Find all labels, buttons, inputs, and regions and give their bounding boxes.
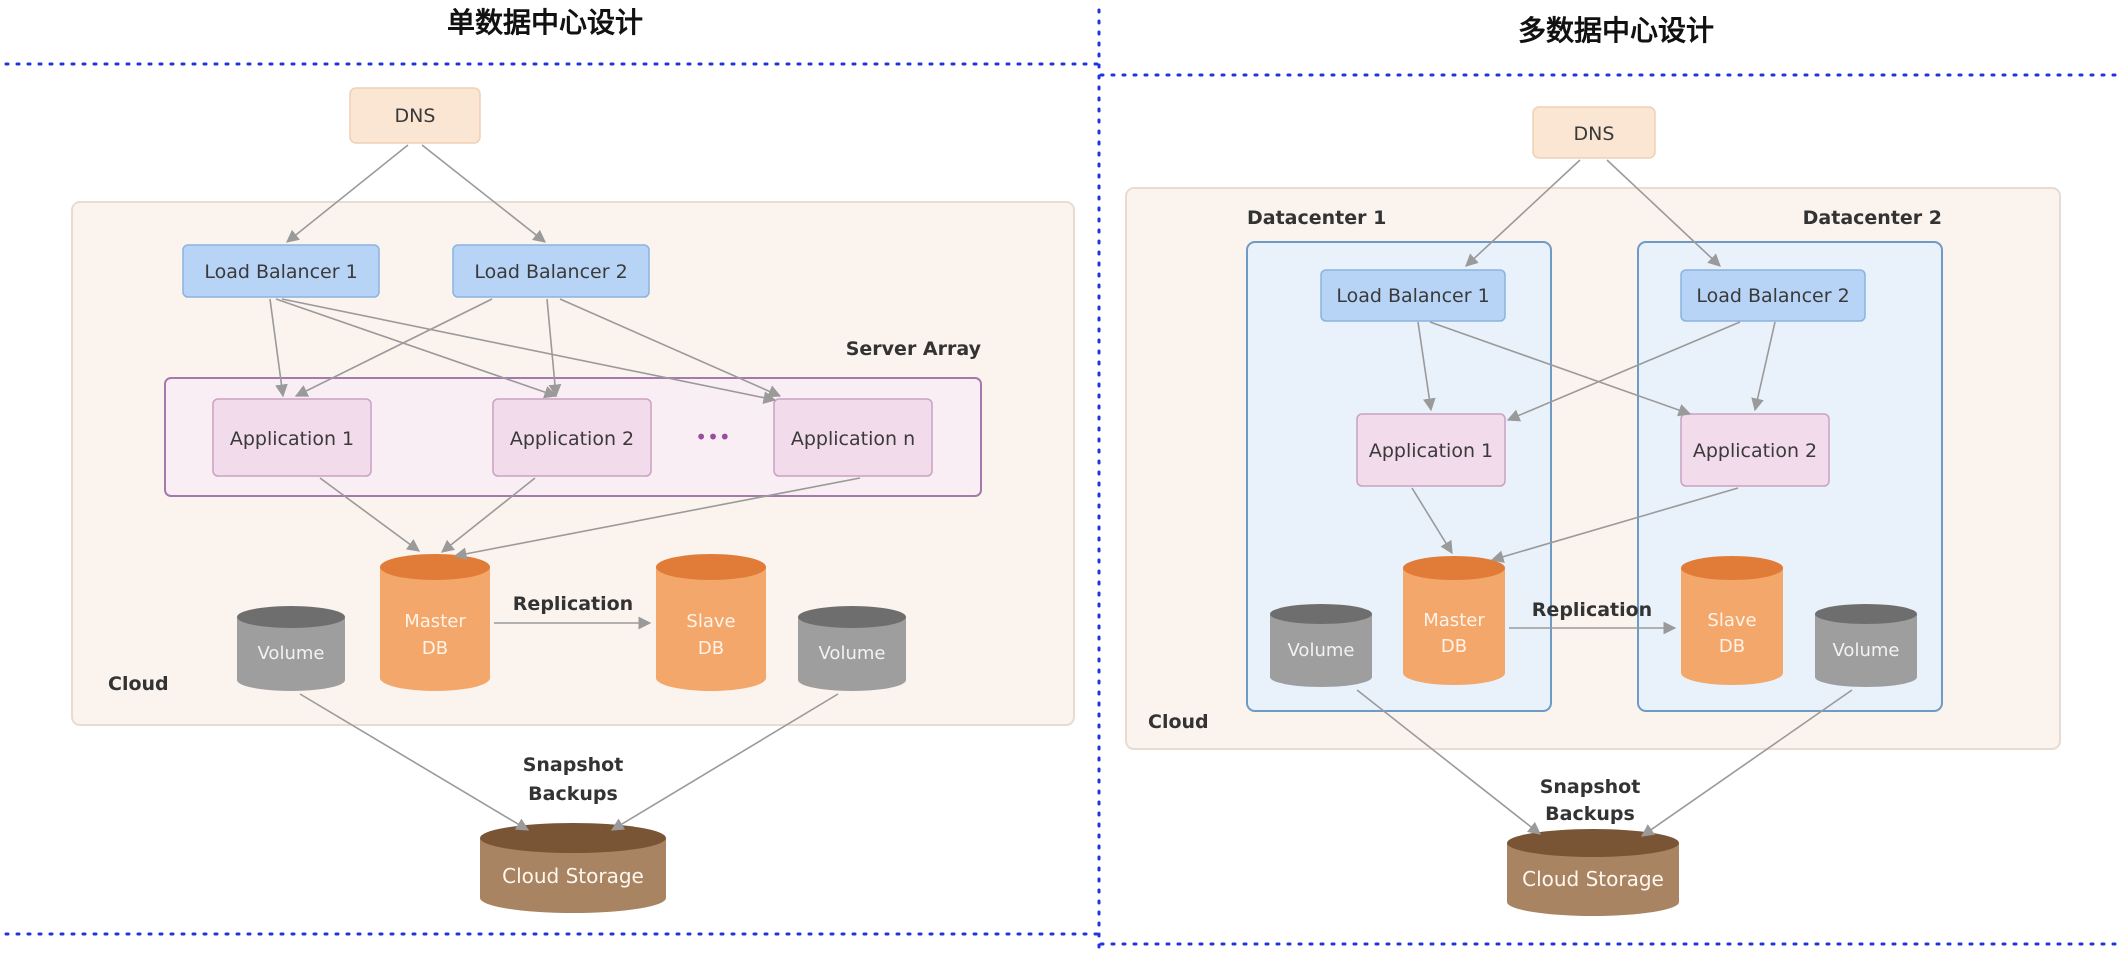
- arrow-lb1-app1: [1417, 321, 1436, 412]
- dns-box: [349, 87, 481, 144]
- application-n-label: Application n: [791, 428, 915, 450]
- arrow-lb1-app2: [275, 298, 558, 399]
- application-1: [212, 398, 372, 477]
- snapshot-label-line2: Backups: [528, 783, 618, 805]
- arrow-dns-lb1: [286, 144, 409, 243]
- datacenter-1-label: Datacenter 1: [1247, 207, 1386, 229]
- single-datacenter-panel: 单数据中心设计 Cloud DNS Load Balancer 1 Load B…: [71, 6, 1075, 913]
- volume-left-label: Volume: [1288, 640, 1355, 661]
- panel-separators: [4, 8, 2122, 957]
- dns-label: DNS: [395, 105, 436, 127]
- load-balancer-2: [1680, 269, 1866, 322]
- volume-left-label: Volume: [258, 643, 325, 664]
- load-balancer-2-label: Load Balancer 2: [1696, 285, 1849, 307]
- volume-right: Volume: [1815, 604, 1917, 687]
- load-balancer-1: [182, 244, 380, 298]
- cloud-storage: Cloud Storage: [1507, 829, 1679, 916]
- arrow-app2-master: [1490, 487, 1739, 563]
- arrow-volume-right-storage: [610, 693, 839, 831]
- load-balancer-1-label: Load Balancer 1: [204, 261, 357, 283]
- arrow-volume-left-storage: [299, 693, 530, 831]
- connection-arrows: [269, 144, 861, 831]
- panel-title: 单数据中心设计: [447, 6, 643, 39]
- slave-db-label-line1: Slave: [1707, 610, 1756, 631]
- multi-datacenter-panel: 多数据中心设计 Cloud Datacenter 1 Datacenter 2 …: [1125, 14, 2061, 916]
- arrow-app1-master: [319, 477, 421, 552]
- slave-db-label-line2: DB: [698, 638, 724, 659]
- arrow-volume-left-storage: [1356, 689, 1542, 835]
- application-n: [773, 398, 933, 477]
- volume-right: Volume: [798, 606, 906, 691]
- arrow-lb1-app2: [1429, 321, 1692, 417]
- arrow-lb2-app2: [546, 298, 562, 398]
- application-2-label: Application 2: [510, 428, 634, 450]
- arrow-app1-master: [1411, 487, 1453, 555]
- slave-db-label-line2: DB: [1719, 636, 1745, 657]
- arrow-appn-master: [453, 477, 861, 561]
- snapshot-label-line1: Snapshot: [523, 754, 624, 776]
- arrow-lb1-appn: [281, 298, 777, 404]
- arrow-app2-master: [440, 477, 536, 553]
- connection-arrows: [1356, 159, 1853, 837]
- snapshot-label-line2: Backups: [1545, 803, 1635, 825]
- arrow-volume-right-storage: [1640, 689, 1853, 837]
- application-2-label: Application 2: [1693, 440, 1817, 462]
- arrow-lb1-app1: [269, 298, 288, 398]
- panel-title: 多数据中心设计: [1518, 14, 1714, 47]
- cloud-storage-label: Cloud Storage: [1522, 867, 1664, 891]
- volume-right-label: Volume: [819, 643, 886, 664]
- slave-db-label-line1: Slave: [686, 611, 735, 632]
- volume-right-label: Volume: [1833, 640, 1900, 661]
- datacenter-2-label: Datacenter 2: [1803, 207, 1942, 229]
- arrow-lb2-app2: [1751, 321, 1776, 412]
- application-2: [492, 398, 652, 477]
- arrow-dns-lb1: [1465, 159, 1581, 267]
- master-db-label-line1: Master: [1423, 610, 1485, 631]
- load-balancer-1: [1320, 269, 1506, 322]
- server-array-label: Server Array: [846, 338, 982, 360]
- master-db: Master DB: [380, 554, 490, 691]
- arrow-lb2-app1: [294, 298, 493, 397]
- more-applications-ellipsis: •••: [695, 425, 730, 449]
- replication-label: Replication: [1532, 599, 1652, 621]
- slave-db: Slave DB: [1681, 556, 1783, 685]
- cloud-storage-label: Cloud Storage: [502, 864, 644, 888]
- master-db-label-line2: DB: [422, 638, 448, 659]
- arrow-dns-lb2: [421, 144, 547, 243]
- master-db: Master DB: [1403, 556, 1505, 685]
- snapshot-label-line1: Snapshot: [1540, 776, 1641, 798]
- application-1-label: Application 1: [230, 428, 354, 450]
- application-1-label: Application 1: [1369, 440, 1493, 462]
- cloud-storage: Cloud Storage: [480, 823, 666, 913]
- dns-label: DNS: [1574, 123, 1615, 145]
- master-db-label-line1: Master: [404, 611, 466, 632]
- volume-left: Volume: [1270, 604, 1372, 687]
- load-balancer-2-label: Load Balancer 2: [474, 261, 627, 283]
- cloud-label: Cloud: [108, 673, 169, 695]
- slave-db: Slave DB: [656, 554, 766, 691]
- application-2: [1680, 413, 1830, 487]
- load-balancer-1-label: Load Balancer 1: [1336, 285, 1489, 307]
- load-balancer-2: [452, 244, 650, 298]
- cloud-label: Cloud: [1148, 711, 1209, 733]
- master-db-label-line2: DB: [1441, 636, 1467, 657]
- arrow-dns-lb2: [1606, 159, 1721, 267]
- arrow-lb2-app1: [1506, 321, 1741, 422]
- volume-left: Volume: [237, 606, 345, 691]
- replication-label: Replication: [513, 593, 633, 615]
- dns-box: [1532, 106, 1656, 159]
- application-1: [1356, 413, 1506, 487]
- arrow-lb2-appn: [559, 298, 782, 398]
